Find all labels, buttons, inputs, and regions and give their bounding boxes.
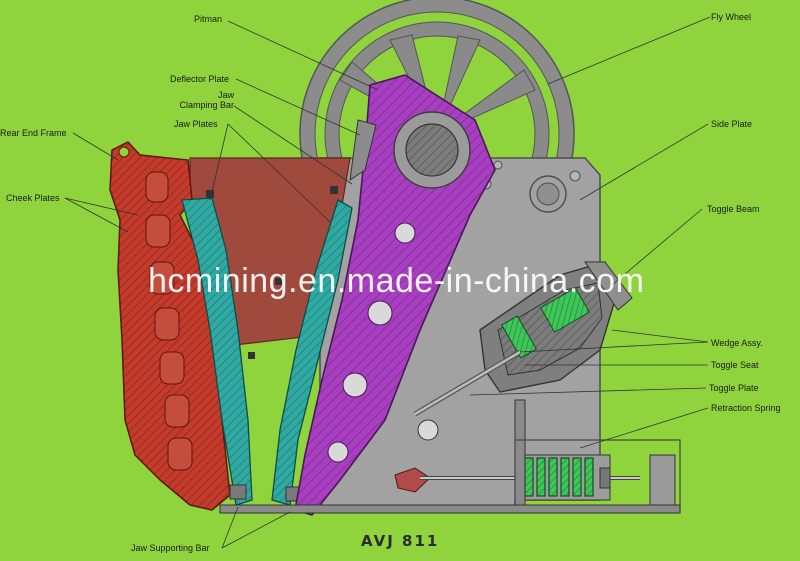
label-jaw-plates: Jaw Plates	[174, 119, 218, 129]
label-toggle-beam: Toggle Beam	[707, 204, 760, 214]
label-retraction-spring: Retraction Spring	[711, 403, 781, 413]
label-cheek-plates: Cheek Plates	[6, 193, 60, 203]
model-label: AVJ 811	[361, 532, 440, 550]
label-pitman: Pitman	[194, 14, 223, 24]
toggle-plate	[413, 349, 522, 441]
label-side-plate: Side Plate	[711, 119, 753, 129]
rear-end-frame	[109, 141, 231, 511]
label-wedge-assy: Wedge Assy.	[711, 338, 763, 348]
label-rear-end-frame: Rear End Frame	[0, 128, 67, 138]
label-toggle-seat: Toggle Seat	[711, 360, 759, 370]
label-toggle-plate: Toggle Plate	[709, 383, 759, 393]
watermark: hcmining.en.made-in-china.com	[148, 262, 645, 300]
label-deflector-plate: Deflector Plate	[170, 74, 230, 84]
base-plate	[219, 504, 681, 514]
label-jaw-clamping-bar: Jaw Clamping Bar	[179, 90, 234, 110]
label-fly-wheel: Fly Wheel	[711, 12, 752, 22]
leader-lines	[64, 16, 711, 549]
label-jaw-supporting-bar: Jaw Supporting Bar	[131, 543, 210, 553]
pitman	[294, 74, 496, 516]
fixed-jaw-plate	[181, 197, 253, 506]
